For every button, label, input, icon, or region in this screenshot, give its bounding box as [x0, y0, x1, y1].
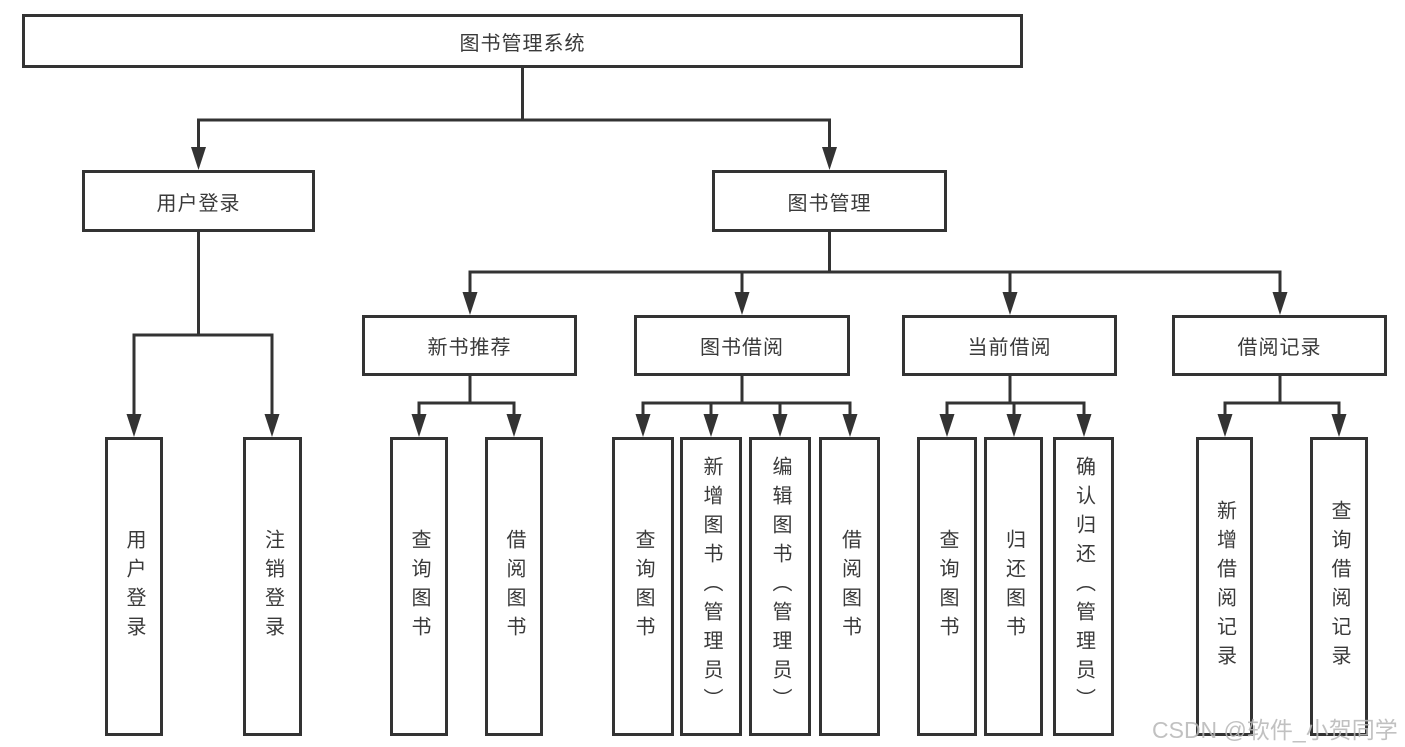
leaf-query-books: 查询图书	[917, 437, 977, 736]
arrow-head-icon	[1217, 414, 1233, 437]
node-label: 新书推荐	[427, 337, 512, 359]
leaf-label: 新增借阅记录	[1213, 499, 1236, 674]
arrow-head-icon	[772, 414, 788, 437]
arrow-head-icon	[1006, 414, 1022, 437]
node-book-borrow: 图书借阅	[634, 315, 850, 376]
arrow-head-icon	[703, 414, 719, 437]
leaf-add-books-admin: 新增图书（管理员）	[680, 437, 742, 736]
leaf-borrow-books: 借阅图书	[819, 437, 880, 736]
arrow-head-icon	[411, 414, 427, 437]
node-label: 图书管理系统	[459, 32, 586, 55]
node-new-book-recommend: 新书推荐	[362, 315, 577, 376]
leaf-return-books: 归还图书	[984, 437, 1043, 736]
arrow-head-icon	[1002, 292, 1018, 315]
node-label: 图书借阅	[700, 337, 784, 359]
arrow-head-icon	[506, 414, 522, 437]
leaf-label: 查询图书	[936, 528, 958, 645]
arrow-head-icon	[939, 414, 955, 437]
arrow-head-icon	[462, 292, 478, 315]
arrow-head-icon	[126, 414, 142, 437]
leaf-label: 归还图书	[1002, 528, 1025, 645]
node-library-system: 图书管理系统	[22, 14, 1023, 68]
leaf-label: 编辑图书（管理员）	[769, 456, 791, 717]
leaf-label: 确认归还（管理员）	[1072, 456, 1095, 717]
leaf-query-books: 查询图书	[612, 437, 674, 736]
leaf-label: 新增图书（管理员）	[700, 456, 722, 717]
node-label: 当前借阅	[967, 337, 1052, 359]
arrow-head-icon	[1331, 414, 1347, 437]
node-label: 借阅记录	[1237, 337, 1322, 359]
leaf-add-borrow-record: 新增借阅记录	[1196, 437, 1253, 736]
arrow-heads	[126, 147, 1347, 437]
leaf-label: 借阅图书	[503, 528, 525, 645]
leaf-edit-books-admin: 编辑图书（管理员）	[749, 437, 811, 736]
leaf-label: 查询图书	[408, 528, 430, 645]
arrow-head-icon	[191, 147, 206, 170]
leaf-query-borrow-record: 查询借阅记录	[1310, 437, 1368, 736]
csdn-watermark: CSDN @软件_小贺同学	[1152, 717, 1398, 743]
node-borrow-records: 借阅记录	[1172, 315, 1387, 376]
leaf-query-books: 查询图书	[390, 437, 448, 736]
node-current-borrow: 当前借阅	[902, 315, 1117, 376]
leaf-label: 借阅图书	[838, 528, 861, 645]
node-label: 图书管理	[787, 192, 872, 215]
leaf-label: 查询借阅记录	[1328, 499, 1350, 674]
node-book-management: 图书管理	[712, 170, 947, 232]
leaf-confirm-return-admin: 确认归还（管理员）	[1053, 437, 1114, 736]
arrow-head-icon	[842, 414, 858, 437]
arrow-head-icon	[635, 414, 651, 437]
leaf-user-login: 用户登录	[105, 437, 163, 736]
leaf-borrow-books: 借阅图书	[485, 437, 543, 736]
leaf-logout: 注销登录	[243, 437, 302, 736]
node-label: 用户登录	[156, 192, 241, 215]
arrow-head-icon	[264, 414, 280, 437]
leaf-label: 注销登录	[261, 528, 284, 645]
arrow-head-icon	[1272, 292, 1288, 315]
arrow-head-icon	[1076, 414, 1092, 437]
leaf-label: 查询图书	[632, 528, 654, 645]
connector-lines	[132, 68, 1341, 418]
leaf-label: 用户登录	[123, 528, 145, 645]
arrow-head-icon	[822, 147, 837, 170]
node-user-login: 用户登录	[82, 170, 315, 232]
arrow-head-icon	[734, 292, 750, 315]
